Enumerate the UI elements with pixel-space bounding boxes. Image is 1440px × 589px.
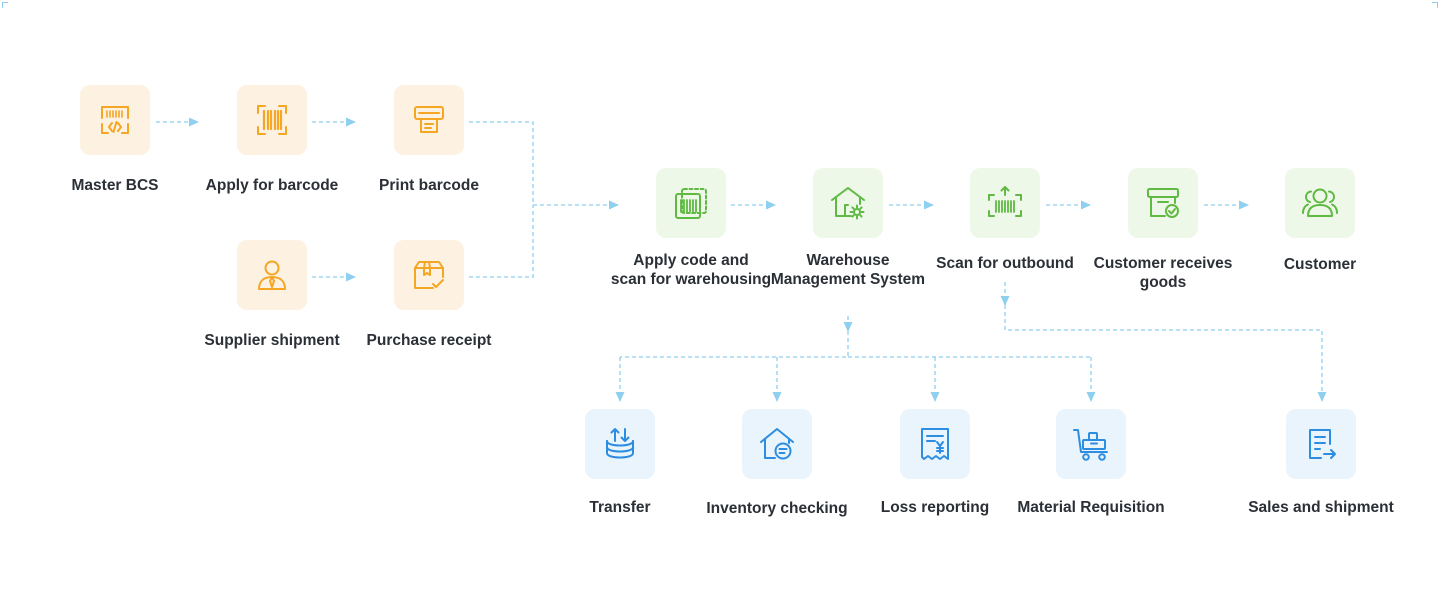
barcode-code-icon [101, 106, 129, 134]
tile-sales-shipment [1286, 409, 1356, 479]
node-purchase-receipt: Purchase receipt [329, 240, 529, 350]
label-customer-receives: Customer receives goods [1093, 255, 1233, 291]
tile-apply-code-scan [656, 168, 726, 238]
label-supplier-shipment: Supplier shipment [204, 332, 340, 349]
tile-purchase-receipt [394, 240, 464, 310]
barcode-frame-icon [675, 188, 707, 219]
supplier-person-icon [258, 260, 286, 290]
connector-wms-bus [620, 331, 1091, 358]
warehouse-gear-icon [831, 187, 865, 220]
tile-scan-outbound [970, 168, 1040, 238]
node-inventory-checking: Inventory checking [677, 409, 877, 518]
corner-mark-top-right [1432, 2, 1438, 8]
node-apply-code-scan: Apply code and scan for warehousing [591, 168, 791, 289]
barcode-scan-icon [257, 105, 287, 135]
node-wms: Warehouse Management System [748, 168, 948, 289]
node-master-bcs: Master BCS [15, 85, 215, 195]
label-purchase-receipt: Purchase receipt [366, 332, 492, 349]
box-check-icon [1147, 188, 1179, 218]
label-wms: Warehouse Management System [770, 252, 926, 288]
label-sales-shipment: Sales and shipment [1248, 499, 1394, 516]
node-supplier-shipment: Supplier shipment [172, 240, 372, 350]
label-print-barcode: Print barcode [379, 177, 479, 194]
label-master-bcs: Master BCS [71, 177, 159, 194]
node-material-requisition: Material Requisition [991, 409, 1191, 517]
label-apply-barcode: Apply for barcode [205, 177, 339, 194]
tile-loss-reporting [900, 409, 970, 479]
document-arrow-icon [1309, 429, 1336, 459]
node-customer: Customer [1220, 168, 1420, 274]
tile-wms [813, 168, 883, 238]
node-loss-reporting: Loss reporting [835, 409, 1035, 517]
tile-supplier-shipment [237, 240, 307, 310]
printer-icon [414, 106, 444, 133]
tile-customer [1285, 168, 1355, 238]
label-loss-reporting: Loss reporting [880, 499, 990, 516]
node-transfer: Transfer [520, 409, 720, 517]
barcode-outbound-icon [988, 186, 1022, 217]
package-check-icon [414, 261, 444, 289]
users-icon [1302, 188, 1338, 217]
tile-print-barcode [394, 85, 464, 155]
cart-icon [1073, 429, 1108, 461]
connector-scan-to-sales [1004, 305, 1327, 402]
label-transfer: Transfer [589, 499, 651, 516]
label-customer: Customer [1283, 256, 1357, 273]
node-print-barcode: Print barcode [329, 85, 529, 195]
tile-apply-barcode [237, 85, 307, 155]
tile-material-requisition [1056, 409, 1126, 479]
connector-print-to-merge [469, 121, 534, 205]
node-scan-outbound: Scan for outbound [905, 168, 1105, 273]
corner-mark-top-left [2, 2, 8, 8]
label-material-requisition: Material Requisition [1017, 499, 1165, 516]
node-apply-barcode: Apply for barcode [172, 85, 372, 195]
house-search-icon [760, 428, 794, 460]
tile-transfer [585, 409, 655, 479]
transfer-stack-icon [606, 428, 634, 459]
label-inventory-checking: Inventory checking [706, 500, 848, 517]
label-apply-code-scan: Apply code and scan for warehousing [610, 252, 772, 288]
tile-customer-receives [1128, 168, 1198, 238]
label-scan-outbound: Scan for outbound [936, 255, 1074, 272]
node-customer-receives: Customer receives goods [1063, 168, 1263, 292]
node-sales-shipment: Sales and shipment [1221, 409, 1421, 517]
receipt-yen-icon [921, 428, 949, 460]
tile-master-bcs [80, 85, 150, 155]
tile-inventory-checking [742, 409, 812, 479]
connector-receipt-to-merge [469, 205, 534, 278]
